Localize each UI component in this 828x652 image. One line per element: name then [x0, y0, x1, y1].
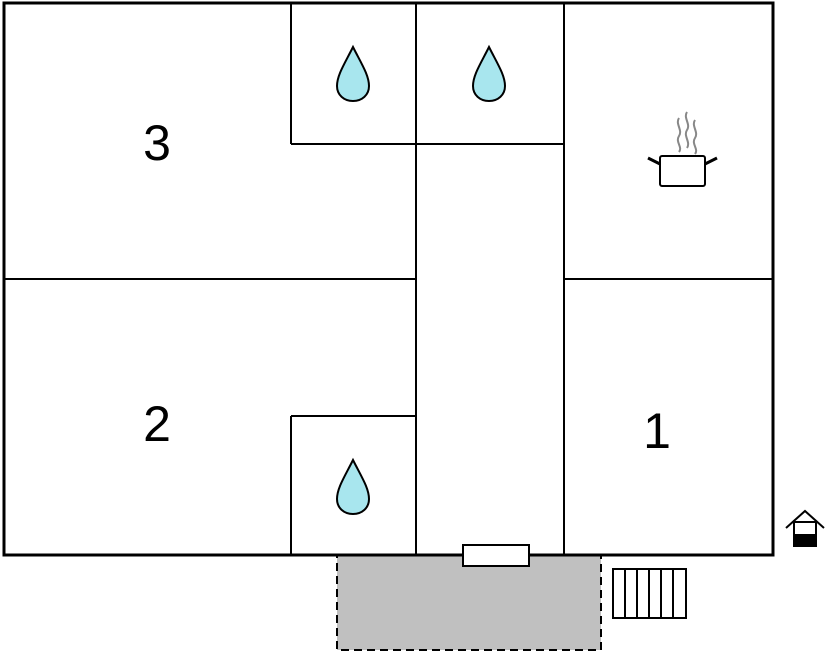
room-label-2: 2 — [143, 396, 171, 452]
stairs-icon — [612, 568, 687, 619]
door-icon — [462, 544, 530, 567]
interior-walls — [4, 3, 773, 555]
room-label-3: 3 — [143, 115, 171, 171]
terrace-area — [336, 554, 602, 651]
water-drop-icon — [335, 44, 371, 103]
cooking-pot-icon — [647, 111, 718, 187]
water-drop-icon — [335, 457, 371, 516]
water-drop-icon — [471, 44, 507, 103]
house-entrance-icon — [785, 509, 825, 547]
room-label-1: 1 — [643, 403, 671, 459]
